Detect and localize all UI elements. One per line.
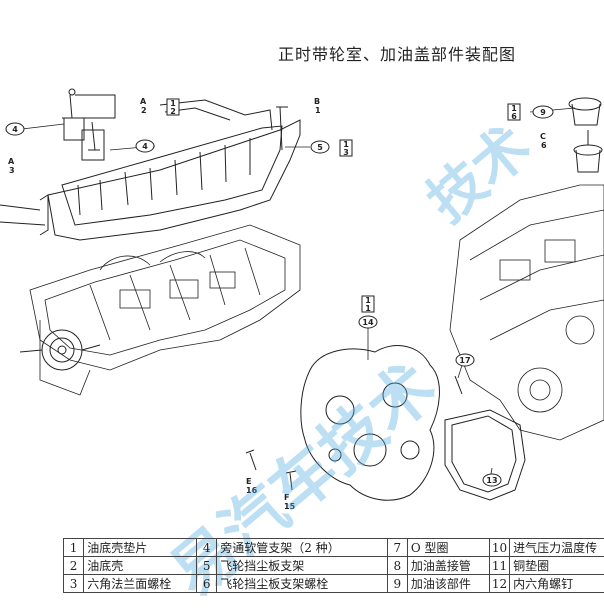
part-number: 8 (387, 557, 407, 575)
svg-text:A: A (140, 97, 147, 106)
part-name: 六角法兰面螺栓 (84, 575, 197, 593)
svg-text:4: 4 (142, 142, 148, 151)
part-name: 内六角螺钉 (510, 575, 604, 593)
stack-1-1: 11 (362, 296, 374, 313)
svg-text:16: 16 (246, 486, 258, 495)
part-name: 进气压力温度传 (510, 539, 604, 557)
ref-e16: E16 (246, 477, 258, 495)
ref-a2: A2 (140, 97, 147, 115)
svg-text:1: 1 (315, 106, 321, 115)
callout-13: 13 (483, 474, 501, 486)
svg-text:2: 2 (170, 107, 176, 116)
svg-text:3: 3 (343, 148, 349, 157)
part-name: 铜垫圈 (510, 557, 604, 575)
part-number: 10 (489, 539, 509, 557)
svg-text:A: A (8, 157, 15, 166)
callout-4b: 4 (136, 140, 154, 152)
part-number: 7 (387, 539, 407, 557)
svg-text:15: 15 (284, 502, 296, 511)
svg-text:B: B (314, 97, 320, 106)
part-name: 飞轮挡尘板支架 (217, 557, 387, 575)
part-name: 加油盖接管 (407, 557, 489, 575)
svg-text:6: 6 (511, 112, 517, 121)
part-number: 9 (387, 575, 407, 593)
svg-text:9: 9 (540, 108, 546, 117)
part-number: 11 (489, 557, 509, 575)
svg-text:5: 5 (317, 143, 323, 152)
part-number: 3 (64, 575, 84, 593)
ref-f15: F15 (284, 493, 296, 511)
part-number: 2 (64, 557, 84, 575)
svg-text:13: 13 (486, 476, 497, 485)
svg-text:1: 1 (365, 304, 371, 313)
part-number: 4 (197, 539, 217, 557)
stack-1-6: 16 (508, 104, 520, 121)
svg-text:F: F (284, 493, 289, 502)
part-name: 油底壳垫片 (84, 539, 197, 557)
stack-1-2: 12 (167, 99, 179, 116)
callout-9: 9 (533, 106, 553, 118)
svg-text:C: C (540, 132, 546, 141)
part-number: 6 (197, 575, 217, 593)
svg-text:E: E (246, 477, 251, 486)
part-number: 1 (64, 539, 84, 557)
part-number: 12 (489, 575, 509, 593)
callout-5: 5 (311, 141, 329, 153)
part-name: 加油该部件 (407, 575, 489, 593)
ref-a3: A3 (8, 157, 15, 175)
svg-text:14: 14 (362, 318, 374, 327)
stack-1-3: 13 (340, 140, 352, 157)
part-name: 油底壳 (84, 557, 197, 575)
callout-14: 14 (359, 316, 377, 328)
part-number: 5 (197, 557, 217, 575)
svg-text:3: 3 (9, 166, 15, 175)
part-name: 旁通软管支架（2 种） (217, 539, 387, 557)
ref-b1: B1 (314, 97, 321, 115)
svg-text:4: 4 (12, 125, 18, 134)
page-title: 正时带轮室、加油盖部件装配图 (278, 41, 516, 65)
svg-text:6: 6 (541, 141, 547, 150)
callout-17: 17 (456, 354, 474, 366)
part-name: O 型圈 (407, 539, 489, 557)
callout-4a: 4 (6, 123, 24, 135)
svg-text:2: 2 (141, 106, 147, 115)
svg-text:17: 17 (459, 356, 470, 365)
part-name: 飞轮挡尘板支架螺栓 (217, 575, 387, 593)
ref-c6: C6 (540, 132, 547, 150)
